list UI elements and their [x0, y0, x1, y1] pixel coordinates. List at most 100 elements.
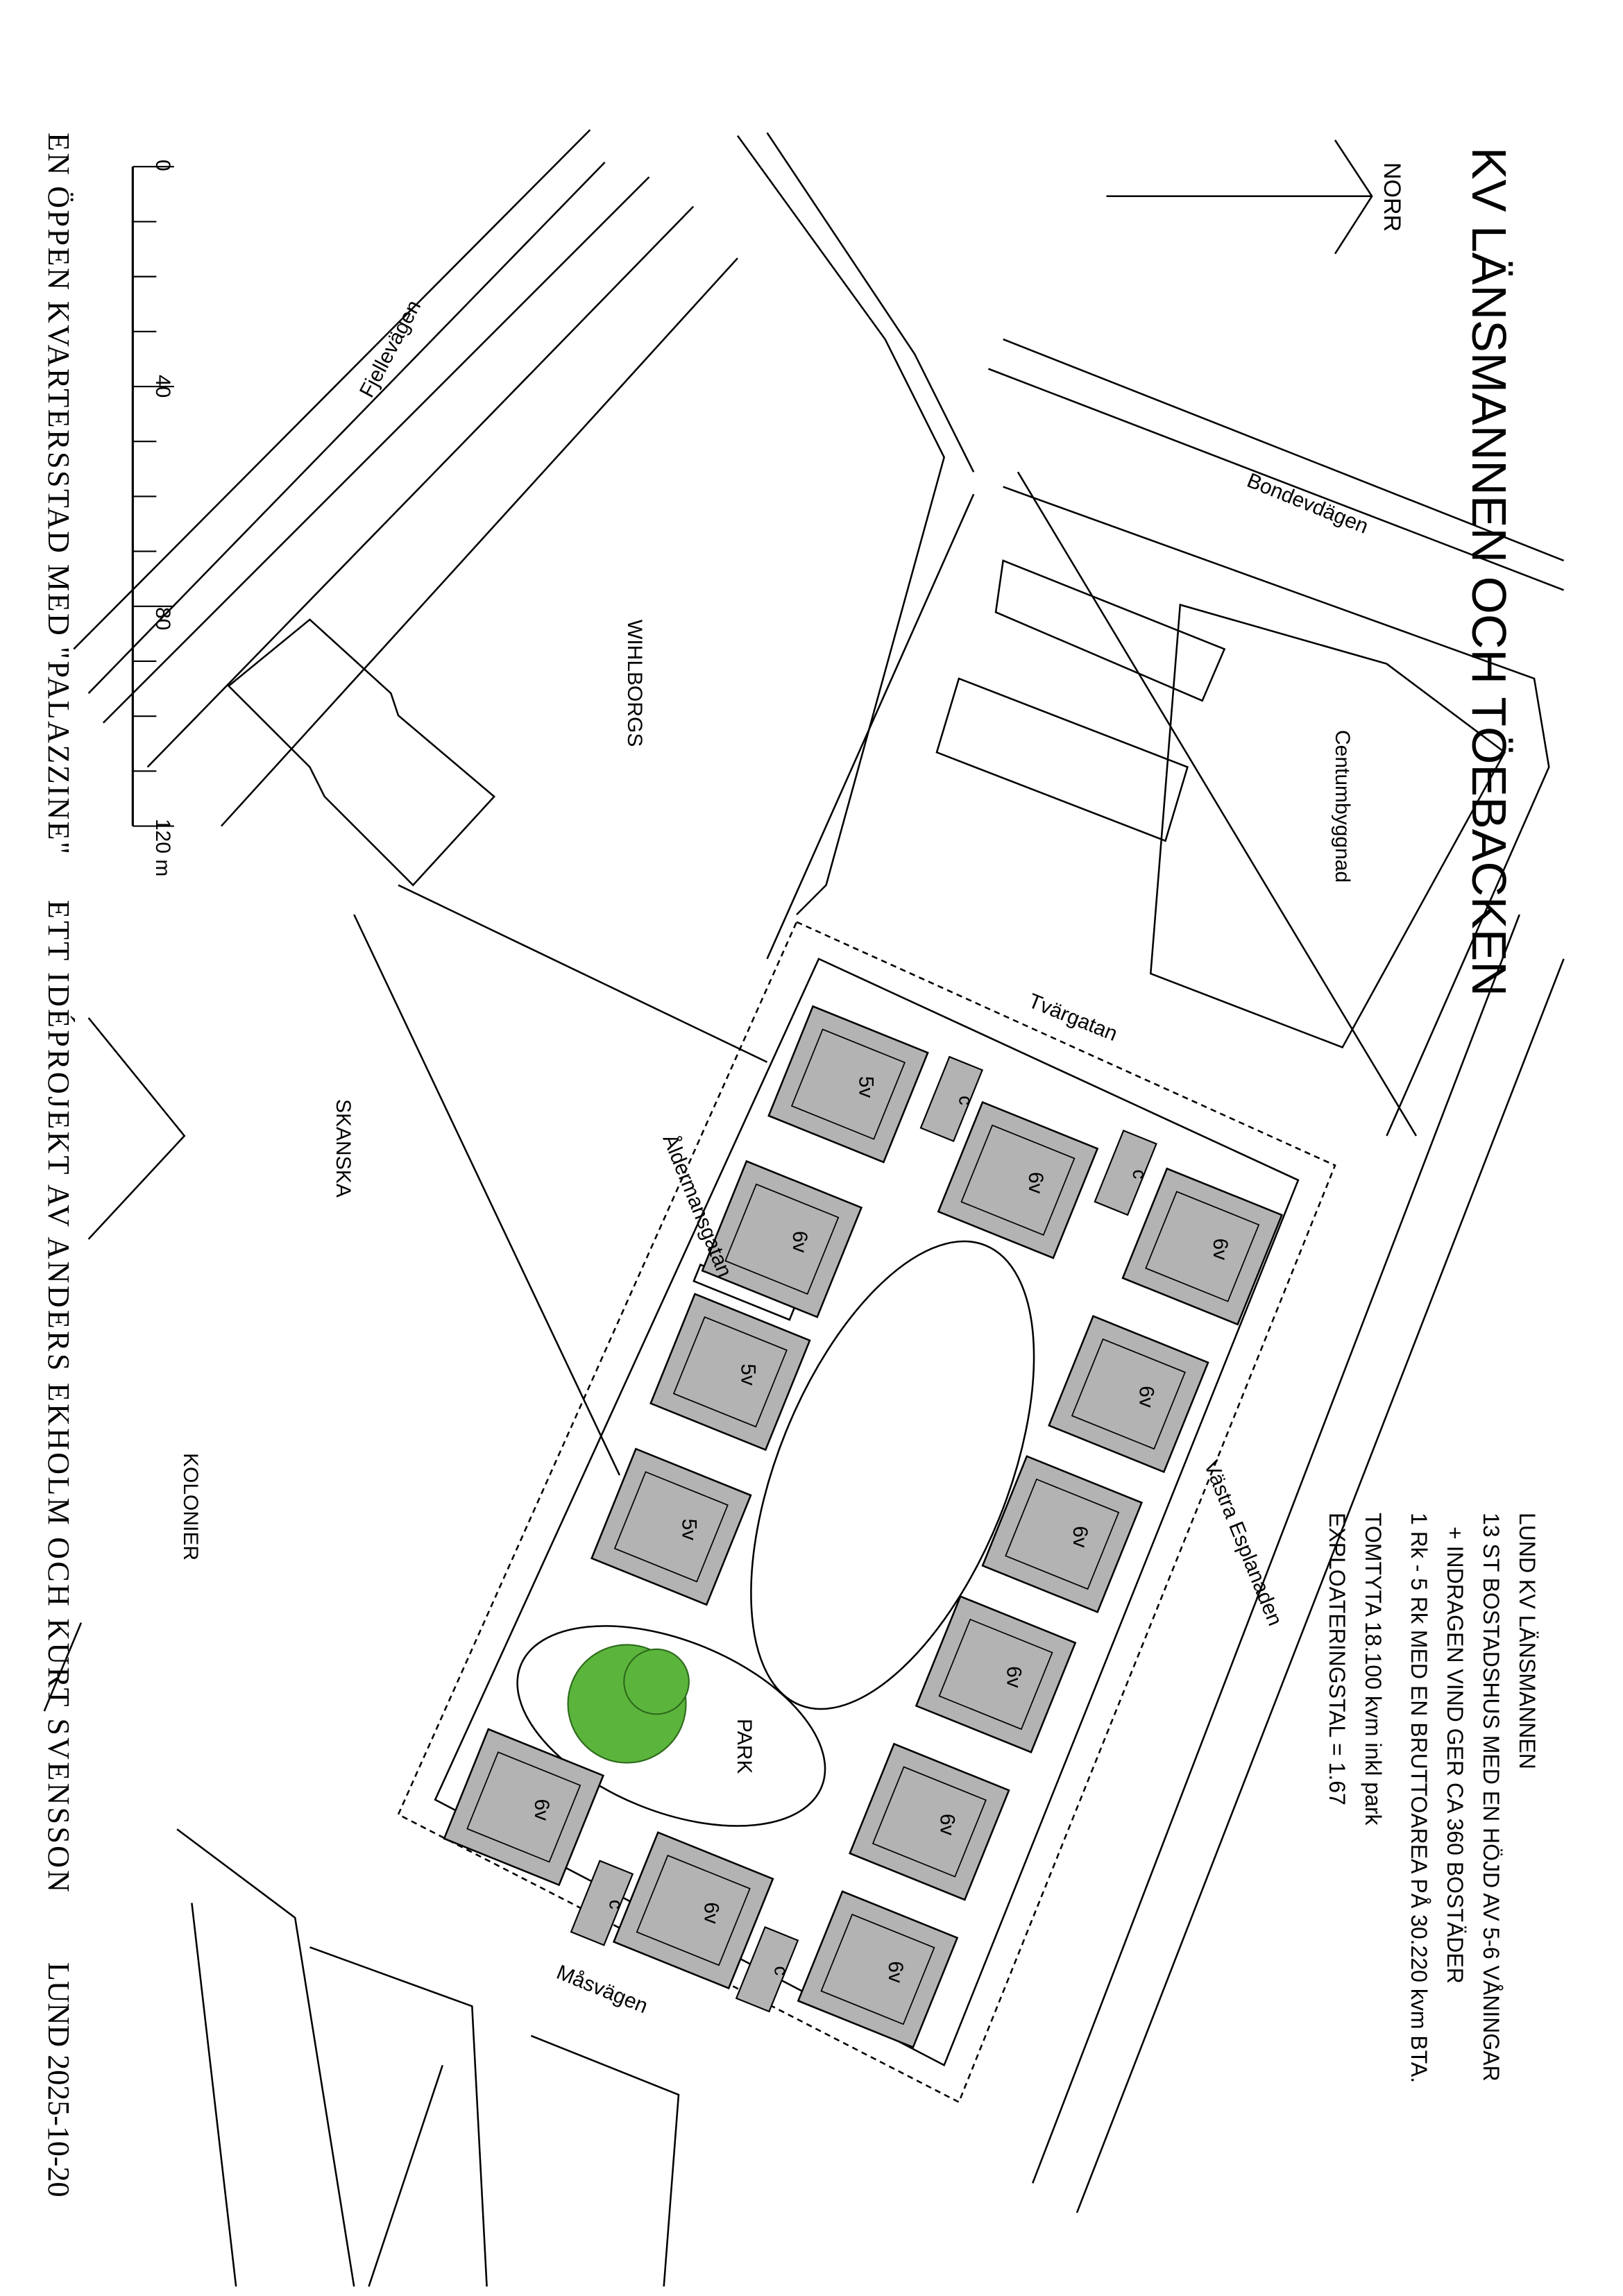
info-line: 13 ST BOSTADSHUS MED EN HÖJD AV 5-6 VÅNI… [1479, 1513, 1504, 2082]
area-skanska: SKANSKA [332, 1099, 355, 1198]
building-setback [466, 1751, 581, 1863]
building: 5v [649, 1293, 811, 1452]
building-setback [938, 1618, 1053, 1730]
building-label: 6v [699, 1902, 722, 1924]
info-line: + INDRAGEN VIND GER CA 360 BOSTÄDER [1443, 1527, 1468, 1984]
building-footprint [649, 1293, 811, 1452]
courtyard-building: c [735, 1926, 799, 2013]
building: 6v [701, 1159, 863, 1318]
building-setback [872, 1766, 987, 1878]
building: 6v [797, 1890, 959, 2049]
building: 6v [849, 1742, 1010, 1901]
street-bondevagen: Bondevdägen [1243, 469, 1371, 538]
building-footprint [981, 1455, 1144, 1613]
building: 6v [1048, 1315, 1209, 1474]
place-date: LUND 2025-10-20 [42, 1962, 76, 2197]
courtyard-footprint [1094, 1129, 1157, 1216]
info-line: EXPLOATERINGSTAL = 1.67 [1325, 1513, 1350, 1805]
road-lines [43, 129, 1565, 2287]
building: 5v [590, 1447, 752, 1606]
north-arrow-icon [1106, 139, 1373, 255]
street-vastra-esplanaden: Västra Esplanaden [1200, 1457, 1287, 1629]
building-setback [1145, 1191, 1260, 1302]
info-line: LUND KV LÄNSMANNEN [1515, 1513, 1540, 1769]
building-label: 5v [678, 1519, 701, 1541]
building-setback [820, 1914, 935, 2025]
courtyard-label: c [771, 1966, 792, 1976]
building: 6v [981, 1455, 1144, 1613]
building: 6v [937, 1100, 1099, 1259]
page-title: KV LÄNSMANNEN OCH TÖEBACKEN [1462, 147, 1516, 996]
building-footprint [797, 1890, 959, 2049]
building-label: 6v [788, 1231, 811, 1253]
info-line: 1 Rk - 5 Rk MED EN BRUTTOAREA PÅ 30.220 … [1407, 1513, 1431, 2083]
courtyard-building: c [570, 1860, 634, 1946]
scale-label-120: 120 m [151, 819, 174, 876]
info-line: TOMTYTA 18.100 kvm inkl park [1361, 1513, 1386, 1826]
area-park: PARK [733, 1719, 756, 1774]
building-footprint [849, 1742, 1010, 1901]
building: 6v [915, 1595, 1077, 1753]
site-boundary [397, 921, 1336, 2104]
building-label: 6v [1002, 1666, 1025, 1688]
building-footprint [443, 1728, 605, 1887]
street-tvargatan: Tvärgatan [1025, 989, 1121, 1046]
building-footprint [612, 1831, 774, 1990]
courtyard-label: c [1129, 1169, 1150, 1179]
courtyard-label: c [605, 1900, 627, 1910]
scale-label-80: 80 [151, 607, 174, 630]
scale-label-40: 40 [151, 375, 174, 398]
building-label: 6v [1069, 1526, 1091, 1548]
building-setback [613, 1471, 729, 1583]
building-setback [1005, 1478, 1120, 1590]
building-label: 5v [855, 1076, 878, 1098]
courtyard-label: c [955, 1096, 976, 1105]
street-fjellevagen: Fjellevägen [355, 296, 425, 401]
authors: ETT IDÉPROJEKT AV ANDERS EKHOLM OCH KURT… [42, 900, 76, 1892]
courtyard-footprint [919, 1055, 984, 1143]
building: 6v [1121, 1167, 1283, 1326]
building-setback [672, 1316, 788, 1428]
area-kolonier: KOLONIER [179, 1453, 202, 1561]
building-label: 6v [1135, 1386, 1158, 1408]
building: 6v [443, 1728, 605, 1887]
building-label: 5v [737, 1363, 760, 1386]
building-footprint [701, 1159, 863, 1318]
building: 6v [612, 1831, 774, 1990]
building-footprint [1048, 1315, 1209, 1474]
building-footprint [1121, 1167, 1283, 1326]
building-label: 6v [936, 1814, 959, 1836]
building-label: 6v [1024, 1172, 1047, 1194]
building-label: 6v [884, 1961, 907, 1983]
building-setback [636, 1854, 751, 1966]
scale-bar [131, 166, 174, 827]
building-label: 6v [530, 1799, 553, 1821]
building-footprint [767, 1005, 929, 1164]
area-centumbyggnad: Centumbyggnad [1331, 730, 1354, 883]
building-setback [790, 1028, 906, 1140]
building-setback [724, 1183, 840, 1295]
building-label: 6v [1209, 1239, 1232, 1261]
site-inner-boundary [434, 958, 1300, 2067]
park-tree-icon [567, 1644, 690, 1764]
scale-label-0: 0 [151, 160, 174, 171]
info-block: LUND KV LÄNSMANNEN 13 ST BOSTADSHUS MED … [1325, 1513, 1540, 2083]
courtyard-footprint [735, 1926, 799, 2013]
street-masvagen: Måsvägen [553, 1961, 651, 2018]
building-setback [960, 1124, 1076, 1236]
building-setback [1071, 1338, 1186, 1450]
courtyard-building: c [1094, 1129, 1157, 1216]
courtyard-footprint [570, 1860, 634, 1946]
building-footprint [915, 1595, 1077, 1753]
north-label: NORR [1379, 162, 1405, 232]
building: 5v [767, 1005, 929, 1164]
building-footprint [590, 1447, 752, 1606]
park-area [516, 1625, 826, 1827]
central-green [750, 1240, 1035, 1710]
building-footprint [937, 1100, 1099, 1259]
area-wihlborgs: WIHLBORGS [623, 620, 646, 747]
buildings: 5v 6v 6v 6v 5v 6v 5v 6v 6v 6v 6v 6v 6v c c c c [443, 1005, 1283, 2049]
subtitle: EN ÖPPEN KVARTERSSTAD MED "PALAZZINE" [42, 133, 76, 854]
courtyard-building: c [919, 1055, 984, 1143]
